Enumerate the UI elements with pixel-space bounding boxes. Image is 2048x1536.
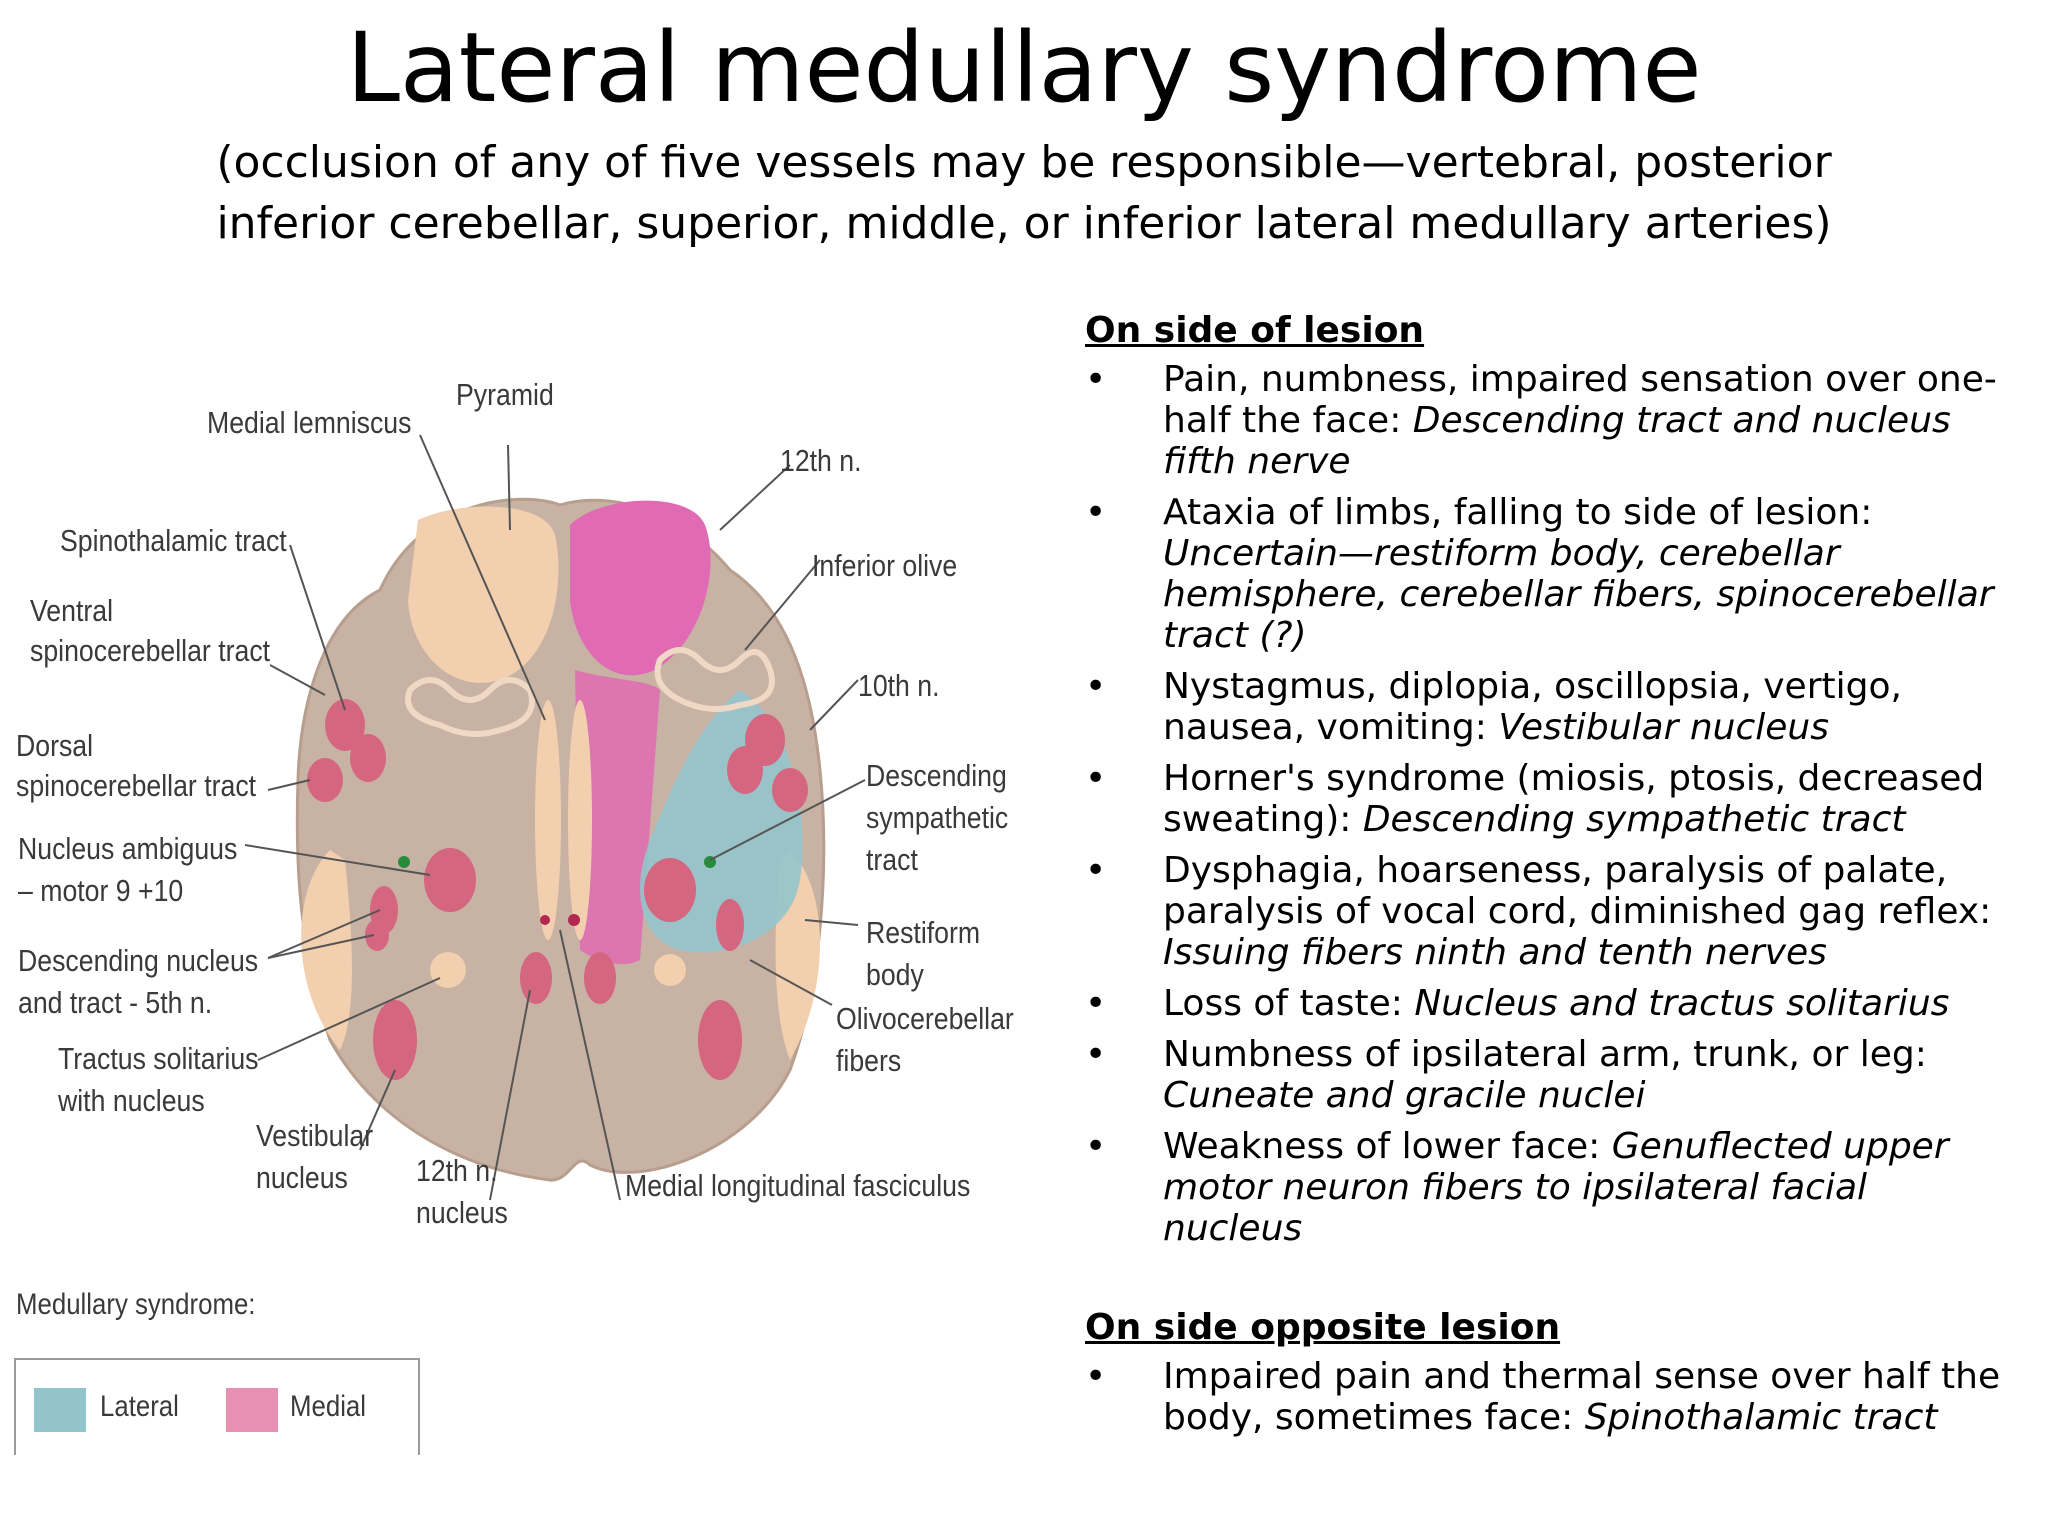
label-dorsal-sc-2: spinocerebellar tract — [16, 768, 257, 803]
item-structure: Nucleus and tractus solitarius — [1414, 983, 1950, 1024]
item-structure: Uncertain—restiform body, cerebellar hem… — [1163, 533, 1994, 656]
item-text: Weakness of lower face: — [1163, 1126, 1612, 1167]
nucleus-ambiguus-right — [644, 858, 696, 922]
label-olivocerebellar-2: fibers — [836, 1043, 902, 1078]
symptom-list: On side of lesion Pain, numbness, impair… — [1085, 310, 2015, 1448]
label-spinothalamic: Spinothalamic tract — [60, 523, 287, 558]
item-structure: Descending sympathetic tract — [1362, 799, 1906, 840]
restiform-left — [301, 850, 352, 1050]
dorsal-spinocerebellar-left — [307, 758, 343, 802]
item-text: Ataxia of limbs, falling to side of lesi… — [1163, 492, 1873, 533]
label-dorsal-sc-1: Dorsal — [16, 728, 94, 763]
medulla-cross-section — [244, 434, 866, 1201]
list-item: Loss of taste: Nucleus and tractus solit… — [1085, 983, 2015, 1024]
label-12th-nucleus-1: 12th n. — [416, 1153, 498, 1188]
medulla-diagram: Pyramid Medial lemniscus 12th n. Spinoth… — [0, 350, 1030, 1460]
legend-swatch-lateral — [34, 1388, 86, 1432]
item-structure: Issuing fibers ninth and tenth nerves — [1163, 932, 1827, 973]
label-ventral-sc-2: spinocerebellar tract — [30, 633, 271, 668]
label-restiform-2: body — [866, 957, 924, 992]
legend-label-lateral: Lateral — [100, 1390, 179, 1423]
tractus-solitarius-left — [430, 952, 466, 988]
item-text: Loss of taste: — [1163, 983, 1415, 1024]
medial-lemniscus-left — [535, 700, 561, 940]
label-mlf: Medial longitudinal fasciculus — [625, 1168, 971, 1203]
legend-box — [14, 1358, 420, 1455]
list-item: Dysphagia, hoarseness, paralysis of pala… — [1085, 850, 2015, 973]
dorsal-spinocerebellar-right — [772, 768, 808, 812]
label-medial-lemniscus: Medial lemniscus — [207, 405, 412, 440]
label-ambiguus-1: Nucleus ambiguus — [18, 831, 238, 866]
descending-nucleus-right — [716, 899, 744, 951]
nucleus-12-left — [520, 952, 552, 1004]
label-pyramid: Pyramid — [456, 377, 554, 412]
pointer-lines — [244, 434, 866, 1201]
item-text: Dysphagia, hoarseness, paralysis of pala… — [1163, 850, 1992, 932]
label-10th-n: 10th n. — [858, 668, 940, 703]
ventral-spinocerebellar-left — [350, 734, 386, 782]
page-subtitle: (occlusion of any of five vessels may be… — [216, 137, 1832, 249]
item-structure: Descending tract and nucleus fifth nerve — [1163, 400, 1951, 482]
medial-lemniscus-right — [568, 700, 592, 940]
tractus-solitarius-right — [654, 954, 686, 986]
list-item: Weakness of lower face: Genuflected uppe… — [1085, 1126, 2015, 1249]
item-text: Impaired pain and thermal sense over hal… — [1163, 1356, 2001, 1438]
legend-title: Medullary syndrome: — [16, 1288, 256, 1321]
legend-label-medial: Medial — [290, 1390, 367, 1423]
label-solitarius-2: with nucleus — [58, 1083, 205, 1118]
spinothalamic-tract-left — [325, 699, 365, 751]
contralateral-list: Impaired pain and thermal sense over hal… — [1085, 1356, 2015, 1438]
label-12th-n: 12th n. — [780, 443, 862, 478]
descending-nucleus-left-2 — [365, 919, 389, 951]
list-item: Horner's syndrome (miosis, ptosis, decre… — [1085, 758, 2015, 840]
label-vestibular-2: nucleus — [256, 1160, 348, 1195]
list-item: Impaired pain and thermal sense over hal… — [1085, 1356, 2015, 1438]
item-text: Numbness of ipsilateral arm, trunk, or l… — [1163, 1034, 1927, 1075]
label-desc-symp-2: sympathetic — [866, 800, 1009, 835]
vestibular-nucleus-right — [698, 1000, 742, 1080]
section-heading-ipsilateral: On side of lesion — [1085, 310, 1425, 351]
label-inferior-olive: Inferior olive — [812, 548, 958, 583]
list-item: Pain, numbness, impaired sensation over … — [1085, 359, 2015, 482]
ipsilateral-list: Pain, numbness, impaired sensation over … — [1085, 359, 2015, 1249]
label-desc-nucleus-2: and tract - 5th n. — [18, 985, 213, 1020]
pyramid-left — [408, 506, 559, 683]
sympathetic-dot-left — [398, 856, 410, 868]
nucleus-ambiguus-left — [424, 848, 476, 912]
label-ambiguus-2: – motor 9 +10 — [18, 873, 184, 908]
ventral-spinocerebellar-right — [727, 746, 763, 794]
label-desc-nucleus-1: Descending nucleus — [18, 943, 259, 978]
inferior-olive-left — [405, 677, 535, 737]
item-structure: Cuneate and gracile nuclei — [1163, 1075, 1646, 1116]
medial-lemniscus-strip — [575, 670, 660, 965]
item-text: Pain, numbness, impaired sensation over … — [1163, 359, 1997, 441]
mlf-dot-left — [540, 915, 550, 925]
label-desc-symp-1: Descending — [866, 758, 1007, 793]
list-item: Ataxia of limbs, falling to side of lesi… — [1085, 492, 2015, 656]
item-structure: Genuflected upper motor neuron fibers to… — [1163, 1126, 1949, 1249]
label-desc-symp-3: tract — [866, 842, 918, 877]
nucleus-12-right — [584, 952, 616, 1004]
list-item: Numbness of ipsilateral arm, trunk, or l… — [1085, 1034, 2015, 1116]
vestibular-nucleus-left — [373, 1000, 417, 1080]
mlf-dot-right — [568, 914, 580, 926]
section-heading-contralateral: On side opposite lesion — [1085, 1307, 1561, 1348]
item-text: Nystagmus, diplopia, oscillopsia, vertig… — [1163, 666, 1902, 748]
label-restiform-1: Restiform — [866, 915, 981, 950]
label-ventral-sc-1: Ventral — [30, 593, 114, 628]
item-structure: Vestibular nucleus — [1498, 707, 1829, 748]
inferior-olive-right — [654, 647, 775, 712]
label-vestibular-1: Vestibular — [256, 1118, 374, 1153]
item-text: Horner's syndrome (miosis, ptosis, decre… — [1163, 758, 1985, 840]
label-solitarius-1: Tractus solitarius — [58, 1041, 259, 1076]
label-12th-nucleus-2: nucleus — [416, 1195, 508, 1230]
page-title: Lateral medullary syndrome — [346, 12, 1702, 124]
pyramid-right-medial — [570, 500, 711, 676]
label-olivocerebellar-1: Olivocerebellar — [836, 1001, 1014, 1036]
legend-swatch-medial — [226, 1388, 278, 1432]
list-item: Nystagmus, diplopia, oscillopsia, vertig… — [1085, 666, 2015, 748]
item-structure: Spinothalamic tract — [1584, 1397, 1938, 1438]
